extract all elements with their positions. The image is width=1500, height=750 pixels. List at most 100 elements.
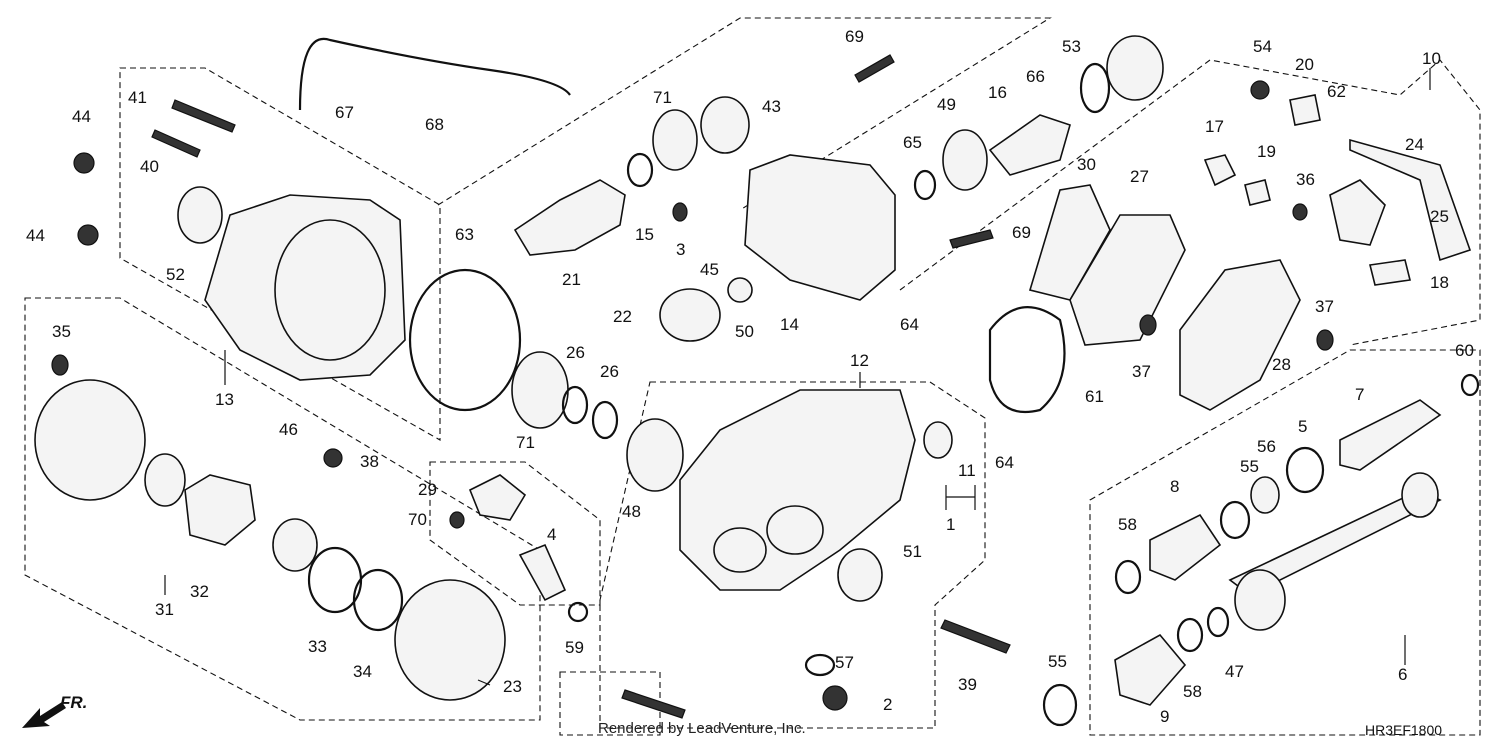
bolt-36-part [1292,203,1308,221]
callouts: 1 2 3 4 5 6 7 8 9 10 11 12 13 14 15 16 1… [26,27,1474,726]
front-direction-indicator: FR. [22,693,87,728]
bolt-3-part [672,202,688,222]
diff-case-part [34,379,146,501]
callout-3: 3 [676,240,685,259]
callout-9: 9 [1160,707,1169,726]
outline-center-top [437,17,1052,211]
case-bore-left [713,527,767,573]
callout-68: 68 [425,115,444,134]
o-ring-59-part [567,601,589,623]
bushing-50-part [727,277,753,303]
diagram-code: HR3EF1800 [1365,722,1442,738]
callout-52: 52 [166,265,185,284]
callout-66: 66 [1026,67,1045,86]
callout-67: 67 [335,103,354,122]
shift-arm-30-part [1028,184,1111,301]
callout-40: 40 [140,157,159,176]
callout-43: 43 [762,97,781,116]
bolt-bottom-part [621,689,686,719]
side-gear-part [272,518,318,572]
callout-49: 49 [937,95,956,114]
callout-60: 60 [1455,341,1474,360]
bearing-43-part [700,96,750,154]
callout-4: 4 [547,525,556,544]
callout-10: 10 [1422,49,1441,68]
gear-case-cover-part [744,154,896,301]
callout-54: 54 [1253,37,1272,56]
bearing-71-upper-part [652,109,698,171]
circlip-58b-part [1176,617,1204,653]
callout-31: 31 [155,600,174,619]
callout-35: 35 [52,322,71,341]
callout-15: 15 [635,225,654,244]
oil-seal-52-part [177,186,223,244]
spring-17-part [1203,154,1237,187]
parts [34,35,1480,727]
joint-8-part [1149,513,1222,581]
left-housing-bore [274,219,386,361]
assembly-outlines [24,17,1481,736]
callout-41: 41 [128,88,147,107]
snap-ring-66-part [1079,62,1111,114]
callout-33: 33 [308,637,327,656]
spring-5-part [1285,446,1325,494]
shaft-16-part [988,114,1071,176]
circlip-47-part [1206,606,1230,638]
callout-58a: 58 [1118,515,1137,534]
callout-44a: 44 [72,107,91,126]
bolt-37a-part [1139,314,1157,336]
collar-20-part [1289,94,1321,126]
callout-26a: 26 [566,343,585,362]
shift-drum-27-part [1069,214,1186,346]
plug-2-part [822,685,848,711]
callout-37b: 37 [1315,297,1334,316]
outline-differential [24,297,541,721]
callout-24: 24 [1405,135,1424,154]
callout-64a: 64 [900,315,919,334]
nut-44b-part [77,224,99,246]
gasket-61-part [988,306,1066,414]
callout-39: 39 [958,675,977,694]
callout-71b: 71 [516,433,535,452]
outline-bottom-bolt [559,671,661,736]
spline-end-part [1401,472,1439,518]
circlip-65-part [913,169,937,201]
callout-69b: 69 [1012,223,1031,242]
circlip-60-part [1460,373,1480,397]
callout-71a: 71 [653,88,672,107]
bolt-70-part [449,511,465,529]
bearing-11-part [923,421,953,459]
o-ring-63-part [408,268,522,412]
breather-tube [298,37,571,111]
callout-7: 7 [1355,385,1364,404]
callout-55b: 55 [1048,652,1067,671]
diff-gear-32-part [184,474,256,546]
callout-69a: 69 [845,27,864,46]
callout-21: 21 [562,270,581,289]
callout-1: 1 [946,515,955,534]
clip-19-part [1244,179,1271,206]
bolt-38-part [323,448,343,468]
callout-44b: 44 [26,226,45,245]
callout-29: 29 [418,480,437,499]
spring-18-part [1369,259,1411,286]
bearing-22-part [659,288,721,342]
callout-38: 38 [360,452,379,471]
callout-22: 22 [613,307,632,326]
callout-47: 47 [1225,662,1244,681]
callout-62: 62 [1327,82,1346,101]
callout-53: 53 [1062,37,1081,56]
callout-55a: 55 [1240,457,1259,476]
front-label: FR. [60,693,87,712]
shim-26b-part [591,400,619,440]
seal-51-part [837,548,883,602]
nut-44a-part [73,152,95,174]
pinion-gear-part [513,179,626,256]
callout-8: 8 [1170,477,1179,496]
callout-37a: 37 [1132,362,1151,381]
callout-50: 50 [735,322,754,341]
shift-fork-25-part [1329,179,1386,246]
credit-text: Rendered by LeadVenture, Inc. [598,720,806,737]
outline-shaft-assembly [1089,349,1481,736]
callout-34: 34 [353,662,372,681]
